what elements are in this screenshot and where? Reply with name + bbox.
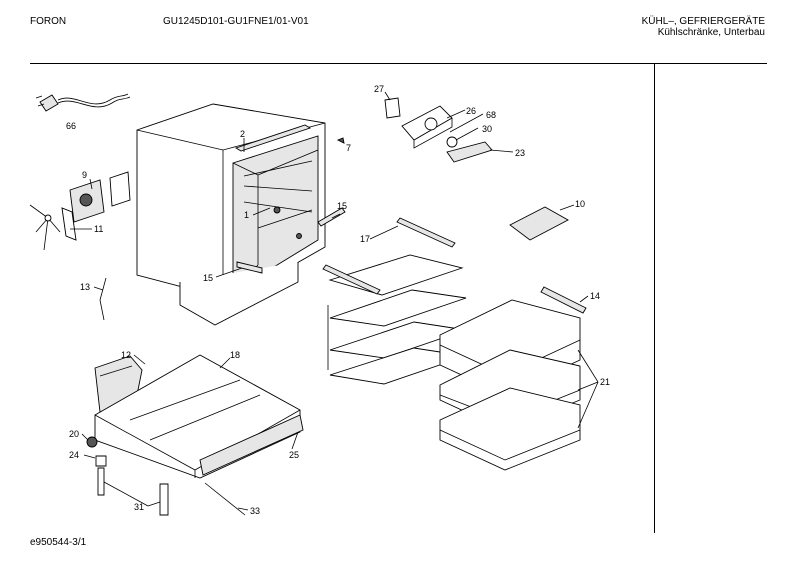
part-fan-motor (29, 171, 131, 251)
callout-33: 33 (250, 506, 260, 516)
part-hinge-upper (317, 207, 346, 227)
category-label: KÜHL–, GEFRIERGERÄTE Kühlschränke, Unter… (642, 16, 765, 38)
callout-27: 27 (374, 84, 384, 94)
side-divider (654, 63, 655, 533)
callout-7: 7 (346, 143, 351, 153)
callout-68: 68 (486, 110, 496, 120)
part-light-cover (509, 206, 569, 241)
model-number: GU1245D101-GU1FNE1/01-V01 (163, 16, 309, 27)
callout-25: 25 (289, 450, 299, 460)
part-handle (540, 286, 587, 314)
callout-17: 17 (360, 234, 370, 244)
callout-15-lower: 15 (203, 273, 213, 283)
callout-1: 1 (244, 210, 249, 220)
callout-12: 12 (121, 350, 131, 360)
callout-15-upper: 15 (337, 201, 347, 211)
callout-14: 14 (590, 291, 600, 301)
callout-11: 11 (94, 224, 103, 234)
drawing-id: e950544-3/1 (30, 537, 87, 548)
callout-24: 24 (69, 450, 79, 460)
callout-9: 9 (82, 170, 87, 180)
callout-23: 23 (515, 148, 525, 158)
leader-lines (70, 91, 599, 511)
callout-labels: 66 2 7 27 26 68 30 23 9 11 1 15 15 17 10… (66, 84, 610, 516)
part-screw (336, 137, 345, 144)
callout-21: 21 (600, 377, 610, 387)
part-feet (86, 436, 246, 516)
callout-30: 30 (482, 124, 492, 134)
part-sensor (99, 277, 107, 321)
part-shelves (322, 217, 467, 385)
callout-66: 66 (66, 121, 76, 131)
part-cabinet (136, 103, 326, 326)
part-thermostat-group (384, 97, 493, 163)
header-rule (30, 63, 767, 64)
category-line-2: Kühlschränke, Unterbau (657, 27, 765, 38)
callout-18: 18 (230, 350, 240, 360)
callout-31: 31 (134, 502, 144, 512)
part-hinge-lower (236, 261, 263, 274)
callout-20: 20 (69, 429, 79, 439)
category-line-1: KÜHL–, GEFRIERGERÄTE (641, 16, 765, 27)
callout-10: 10 (575, 199, 585, 209)
callout-2: 2 (240, 129, 245, 139)
part-drawers (439, 299, 581, 471)
callout-26: 26 (466, 106, 476, 116)
part-base-frame (94, 354, 304, 479)
callout-13: 13 (80, 282, 90, 292)
brand-label: FORON (30, 16, 67, 27)
part-power-cord (35, 93, 131, 112)
